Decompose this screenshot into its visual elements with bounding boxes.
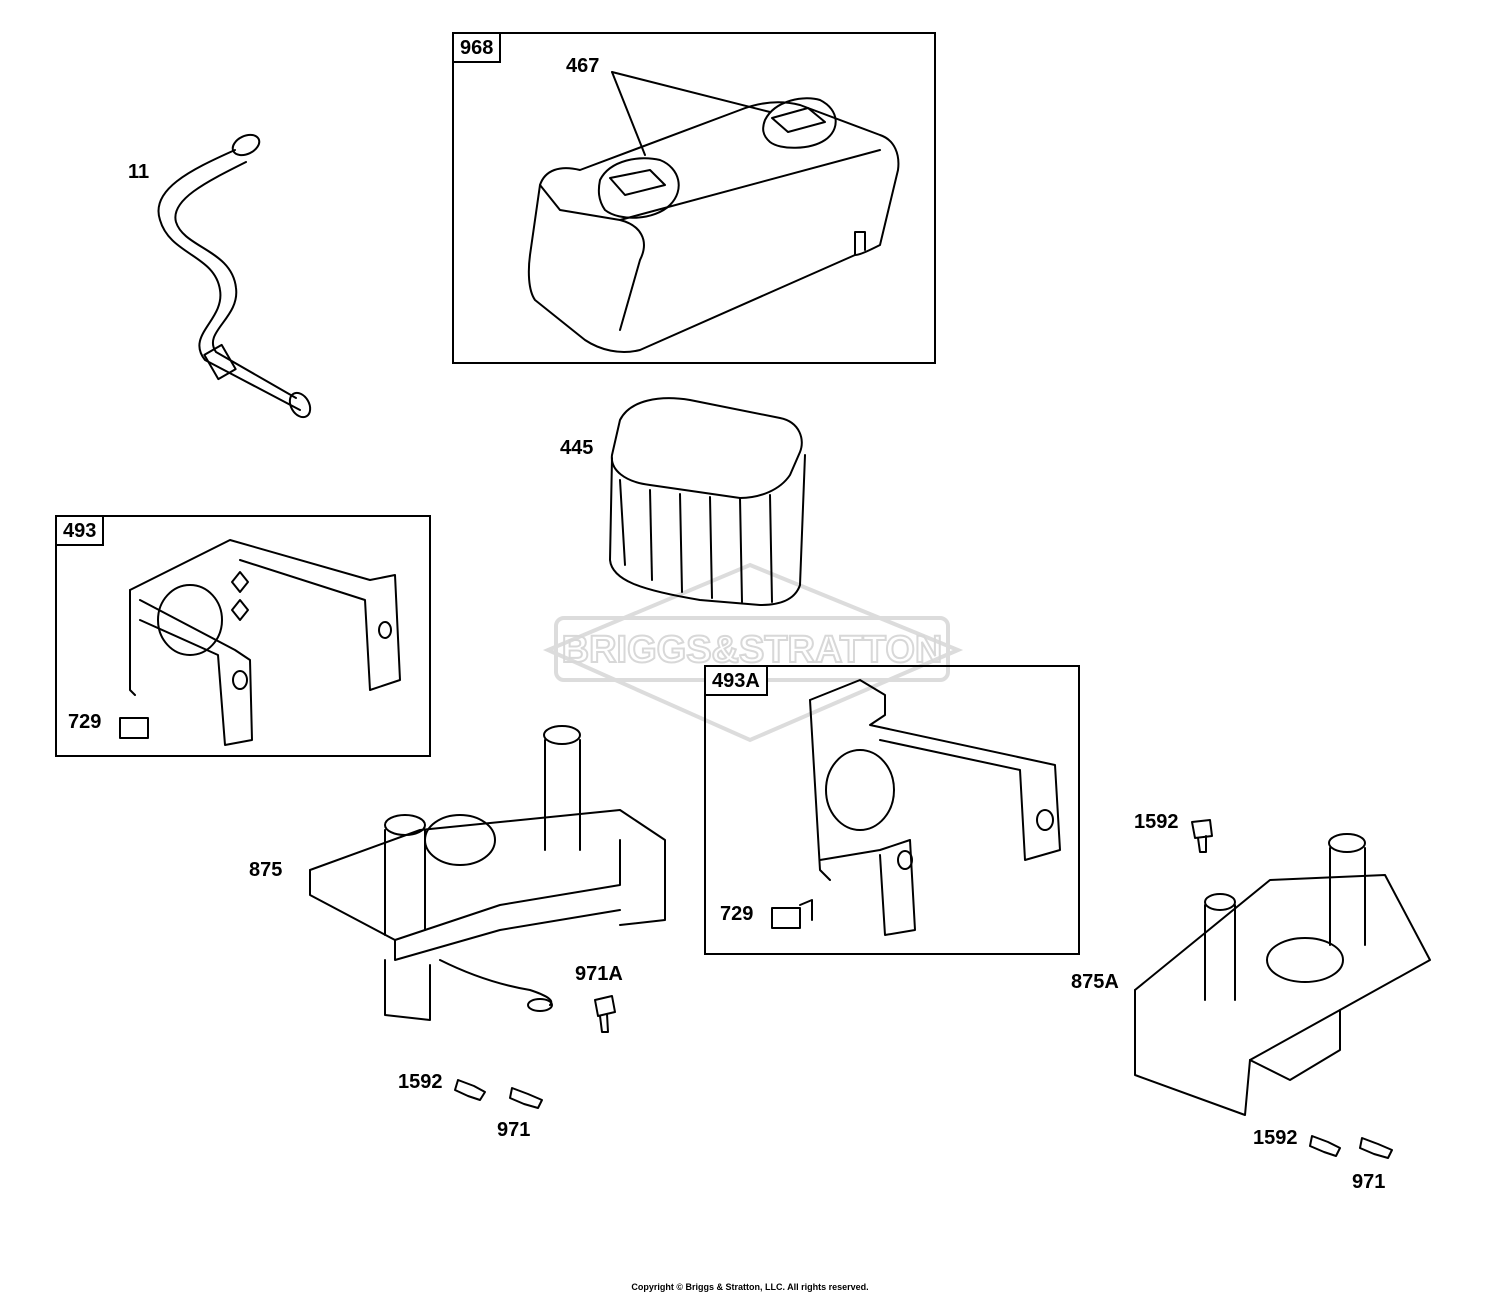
- callout-729-a[interactable]: 729: [68, 711, 102, 733]
- callout-1592-b[interactable]: 1592: [1134, 811, 1179, 833]
- copyright-notice: Copyright © Briggs & Stratton, LLC. All …: [631, 1282, 869, 1292]
- screw-971c-drawing: [1359, 1137, 1393, 1159]
- screw-971a-drawing: [594, 995, 616, 1033]
- air-cleaner-cover-drawing: [527, 97, 900, 353]
- screw-971b-drawing: [509, 1087, 543, 1109]
- breather-tube-drawing: [157, 133, 312, 419]
- callout-445[interactable]: 445: [560, 437, 594, 459]
- callout-875a[interactable]: 875A: [1071, 971, 1119, 993]
- screw-1592a-drawing: [454, 1079, 486, 1101]
- screw-1592c-drawing: [1309, 1135, 1341, 1157]
- air-filter-drawing: [609, 397, 806, 606]
- air-cleaner-base-875a-drawing: [1134, 833, 1431, 1116]
- callout-1592-a[interactable]: 1592: [398, 1071, 443, 1093]
- callout-11[interactable]: 11: [128, 161, 150, 183]
- group-label-968[interactable]: 968: [452, 32, 502, 63]
- callout-971-a[interactable]: 971: [497, 1119, 531, 1141]
- leader-467-a: [611, 71, 646, 156]
- group-frame-968: [452, 32, 936, 364]
- group-frame-493: [55, 515, 431, 757]
- air-cleaner-base-875-drawing: [309, 725, 666, 1021]
- callout-971-b[interactable]: 971: [1352, 1171, 1386, 1193]
- callout-467[interactable]: 467: [566, 55, 600, 77]
- callout-1592-c[interactable]: 1592: [1253, 1127, 1298, 1149]
- group-label-493[interactable]: 493: [55, 515, 105, 546]
- callout-875[interactable]: 875: [249, 859, 283, 881]
- callout-971a[interactable]: 971A: [575, 963, 623, 985]
- screw-1592b-drawing: [1191, 819, 1213, 853]
- watermark-text: BRIGGS&STRATTON: [562, 629, 943, 671]
- group-label-493a[interactable]: 493A: [704, 665, 768, 696]
- bracket-493a-drawing: [771, 679, 1061, 936]
- group-frame-493a: [704, 665, 1080, 955]
- leader-467-b: [611, 71, 771, 113]
- bracket-493-drawing: [119, 539, 401, 746]
- callout-729-b[interactable]: 729: [720, 903, 754, 925]
